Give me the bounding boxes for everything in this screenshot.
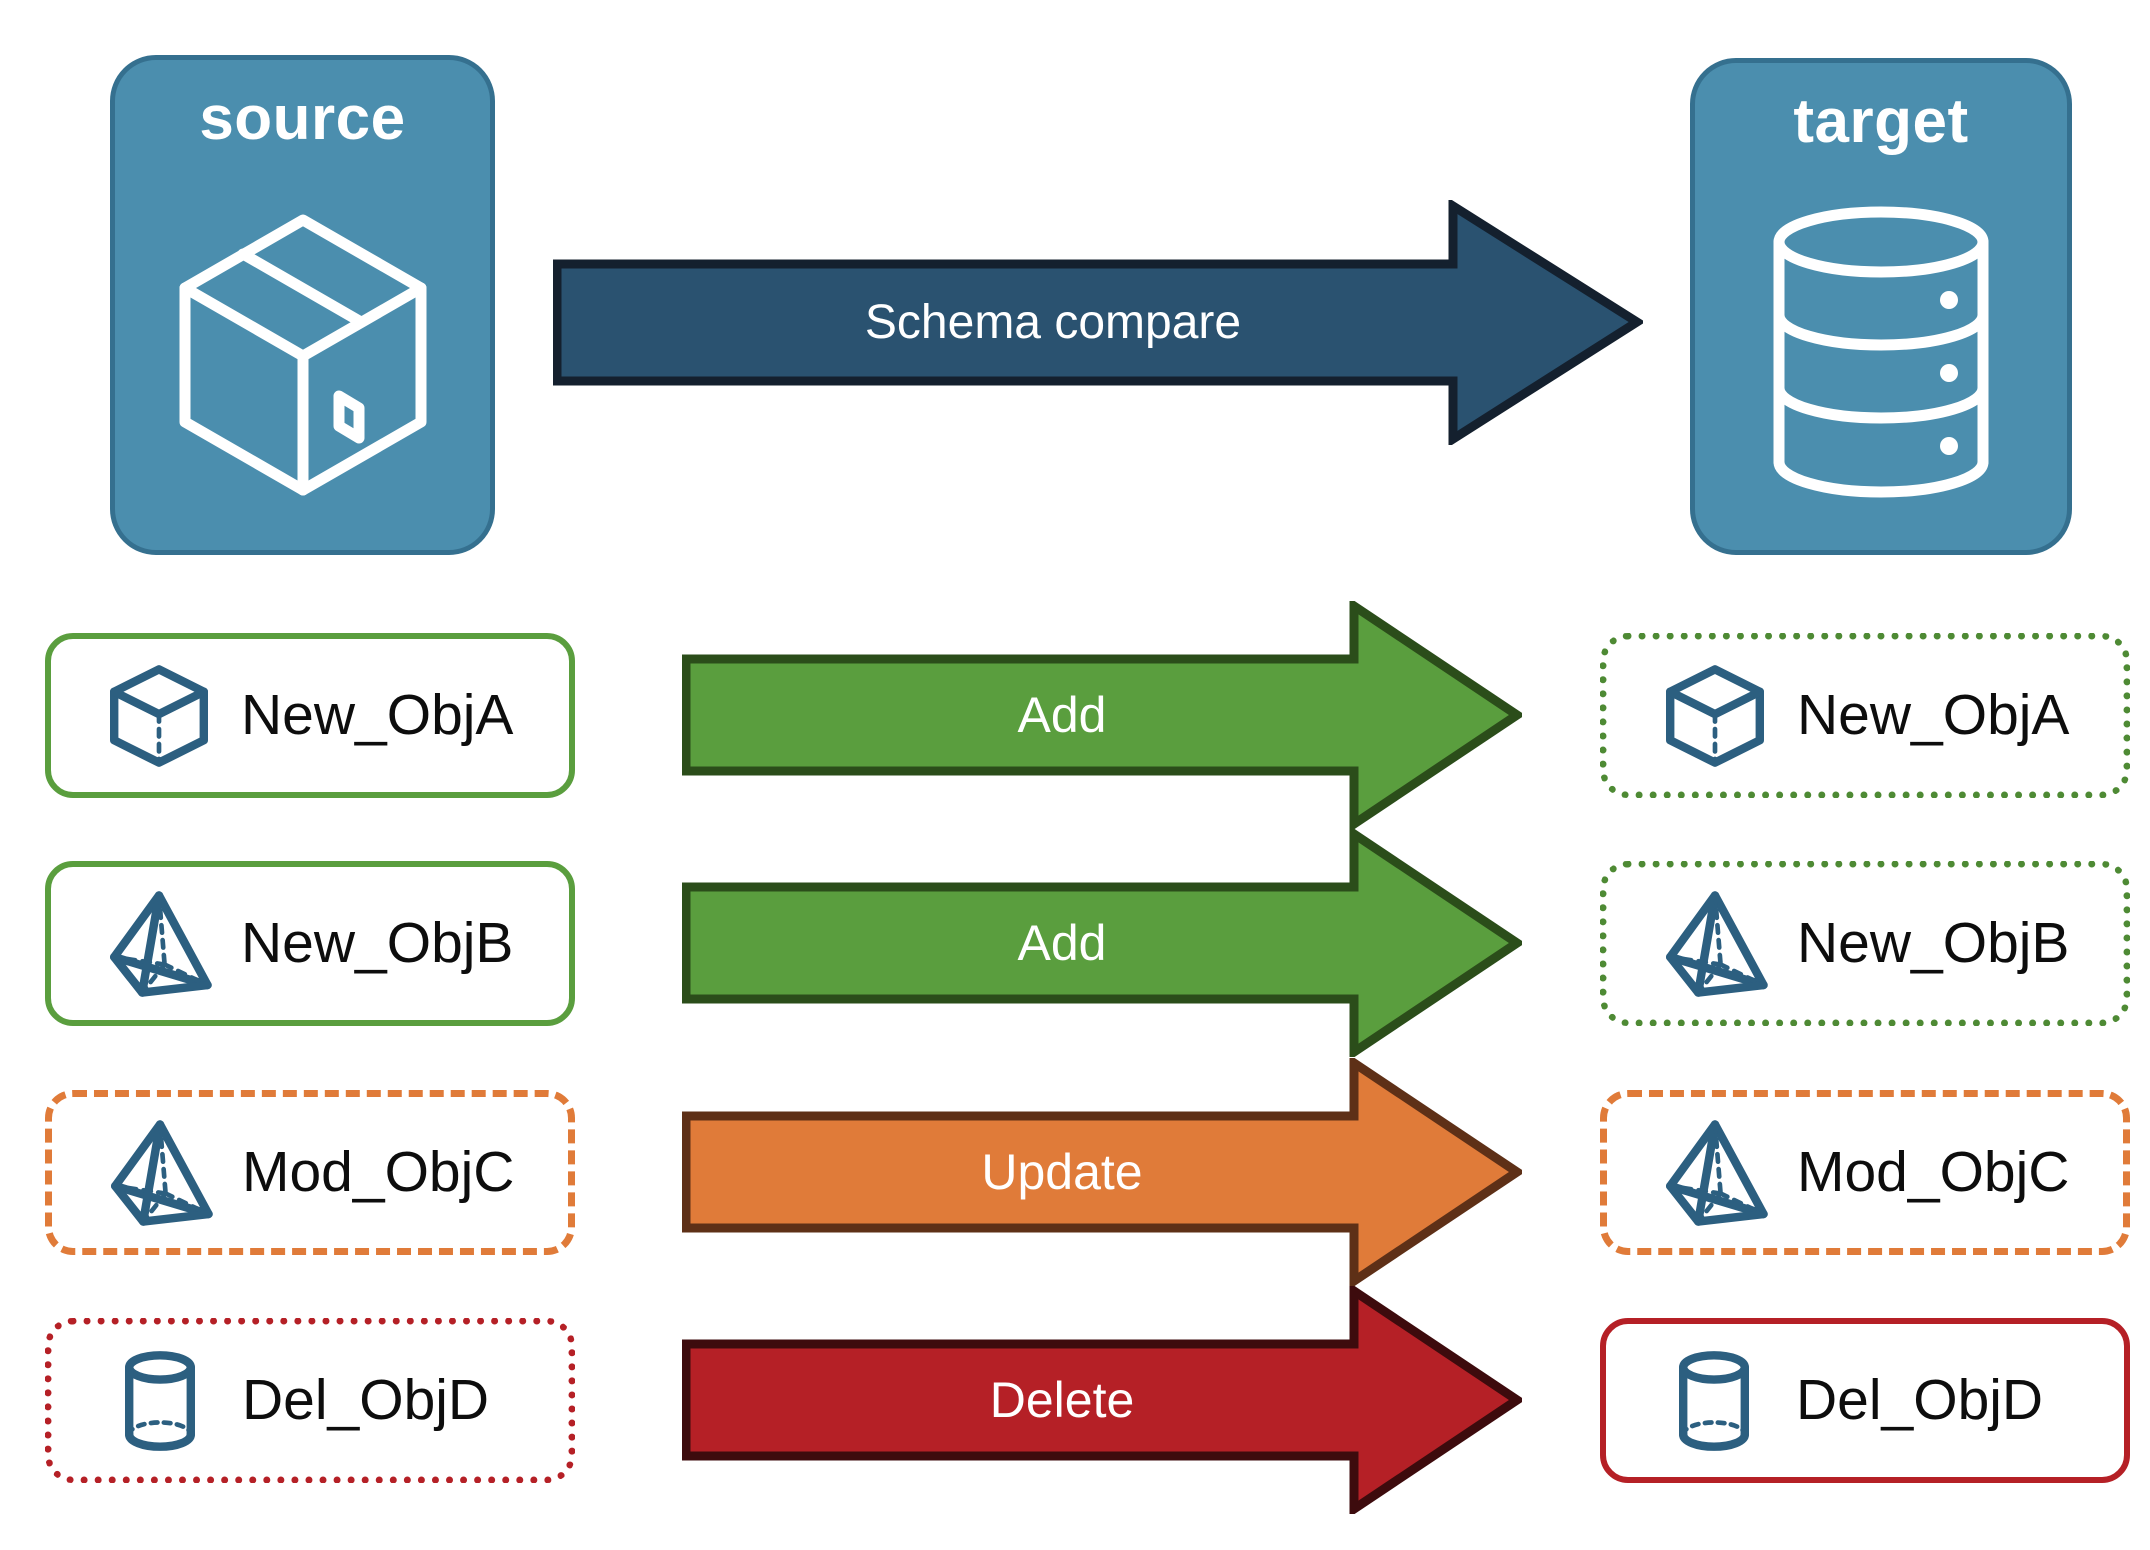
schema-compare-arrow-shape	[552, 197, 1646, 448]
action-arrow-update[interactable]: Update	[681, 1054, 1526, 1290]
pyramid-wireframe-icon	[1666, 1119, 1768, 1226]
compare-row: New_ObjA Add New_ObjA	[0, 597, 2150, 833]
source-object-label: Del_ObjD	[242, 1368, 490, 1432]
cylinder-wireframe-icon	[1679, 1350, 1749, 1451]
action-arrow-shape	[681, 1054, 1526, 1290]
compare-row: Mod_ObjC Update	[0, 1054, 2150, 1290]
action-arrow-shape	[681, 1282, 1526, 1518]
target-object-box[interactable]: Mod_ObjC	[1600, 1090, 2130, 1255]
pyramid-wireframe-icon	[110, 890, 212, 997]
source-object-label: Mod_ObjC	[242, 1140, 515, 1204]
cube-wireframe-icon	[1666, 664, 1764, 767]
action-arrow-add[interactable]: Add	[681, 597, 1526, 833]
cube-wireframe-icon	[110, 664, 208, 767]
database-cylinder-icon	[1773, 206, 1989, 497]
source-object-box[interactable]: New_ObjB	[45, 861, 575, 1026]
target-object-label: Del_ObjD	[1796, 1368, 2044, 1432]
source-panel-title: source	[199, 84, 406, 153]
source-object-box[interactable]: Mod_ObjC	[45, 1090, 575, 1255]
cylinder-wireframe-icon	[124, 1350, 195, 1451]
target-panel-art	[1695, 153, 2067, 550]
target-object-box[interactable]: New_ObjA	[1600, 633, 2130, 798]
pyramid-wireframe-icon	[1666, 890, 1768, 997]
schema-compare-arrow[interactable]: Schema compare	[552, 197, 1646, 448]
source-object-label: New_ObjA	[241, 683, 514, 747]
action-arrow-add[interactable]: Add	[681, 825, 1526, 1061]
compare-row: Del_ObjD Delete Del_ObjD	[0, 1282, 2150, 1518]
source-panel[interactable]: source	[110, 55, 495, 555]
target-object-label: New_ObjA	[1797, 683, 2070, 747]
package-box-icon	[179, 214, 426, 496]
target-object-box[interactable]: New_ObjB	[1600, 861, 2130, 1026]
source-object-box[interactable]: Del_ObjD	[45, 1318, 575, 1483]
source-panel-art	[115, 150, 490, 550]
action-arrow-shape	[681, 597, 1526, 833]
action-arrow-shape	[681, 825, 1526, 1061]
target-object-box[interactable]: Del_ObjD	[1600, 1318, 2130, 1483]
pyramid-wireframe-icon	[111, 1119, 213, 1226]
target-panel-title: target	[1793, 87, 1969, 156]
compare-row: New_ObjB Add New	[0, 825, 2150, 1061]
target-object-label: New_ObjB	[1797, 911, 2070, 975]
action-arrow-delete[interactable]: Delete	[681, 1282, 1526, 1518]
target-panel[interactable]: target	[1690, 58, 2072, 555]
source-object-box[interactable]: New_ObjA	[45, 633, 575, 798]
target-object-label: Mod_ObjC	[1797, 1140, 2070, 1204]
source-object-label: New_ObjB	[241, 911, 514, 975]
